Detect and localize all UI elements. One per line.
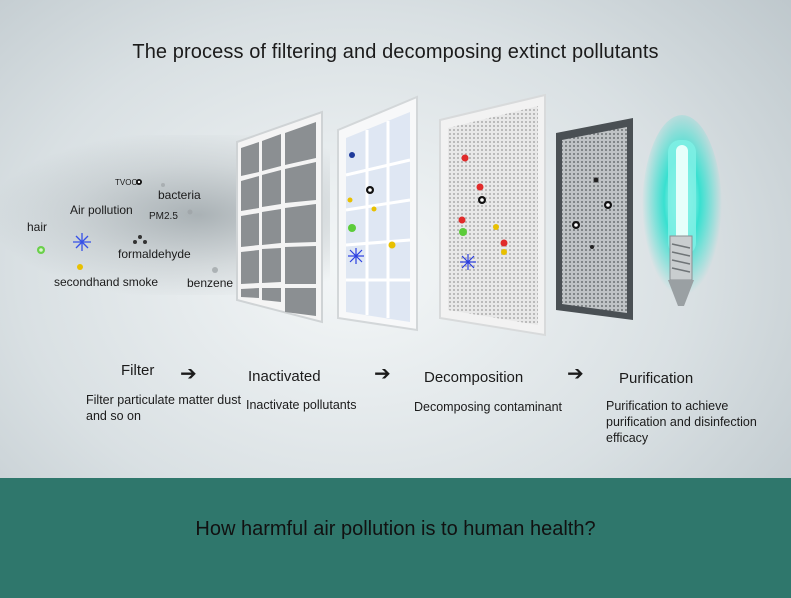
arrow-right-icon: ➔: [567, 363, 584, 385]
step-filter-title: Filter: [121, 362, 155, 379]
footer-question: How harmful air pollution is to human he…: [195, 518, 596, 540]
arrow-right-icon: ➔: [374, 363, 391, 385]
formaldehyde-icon: [133, 235, 147, 244]
filter-panel-carbon: [556, 118, 633, 320]
arrow-right-icon: ➔: [180, 363, 197, 385]
filter-illustration: [37, 93, 722, 337]
label-benzene: benzene: [187, 276, 234, 290]
step-decomposition-title: Decomposition: [424, 369, 524, 386]
step-filter-desc: Filter particulate matter dust and so on: [86, 393, 241, 423]
bacteria-icon: [73, 233, 91, 251]
step-purification-desc: Purification to achieve purification and…: [606, 399, 757, 445]
label-hair: hair: [27, 220, 48, 234]
step-decomposition-desc: Decomposing contaminant: [414, 400, 562, 414]
footer-band: [0, 478, 791, 598]
label-formaldehyde: formaldehyde: [118, 247, 191, 261]
label-air-pollution: Air pollution: [70, 203, 133, 217]
page-title: The process of filtering and decomposing…: [132, 41, 659, 63]
step-inactivated-desc: Inactivate pollutants: [246, 398, 357, 412]
filter-panel-coarse: [236, 110, 323, 324]
pollutant-icons: [37, 179, 218, 273]
smoke-icon: [77, 264, 83, 270]
uv-lamp: [642, 115, 722, 306]
label-tvoc: TVOC: [115, 178, 138, 187]
label-secondhand-smoke: secondhand smoke: [54, 275, 159, 289]
step-inactivated-title: Inactivated: [248, 368, 321, 385]
filter-panel-decomposition: [439, 93, 546, 337]
step-purification-title: Purification: [619, 370, 694, 387]
filter-panel-inactivation: [337, 95, 418, 332]
label-pm25: PM2.5: [149, 211, 178, 222]
label-bacteria: bacteria: [158, 188, 201, 202]
